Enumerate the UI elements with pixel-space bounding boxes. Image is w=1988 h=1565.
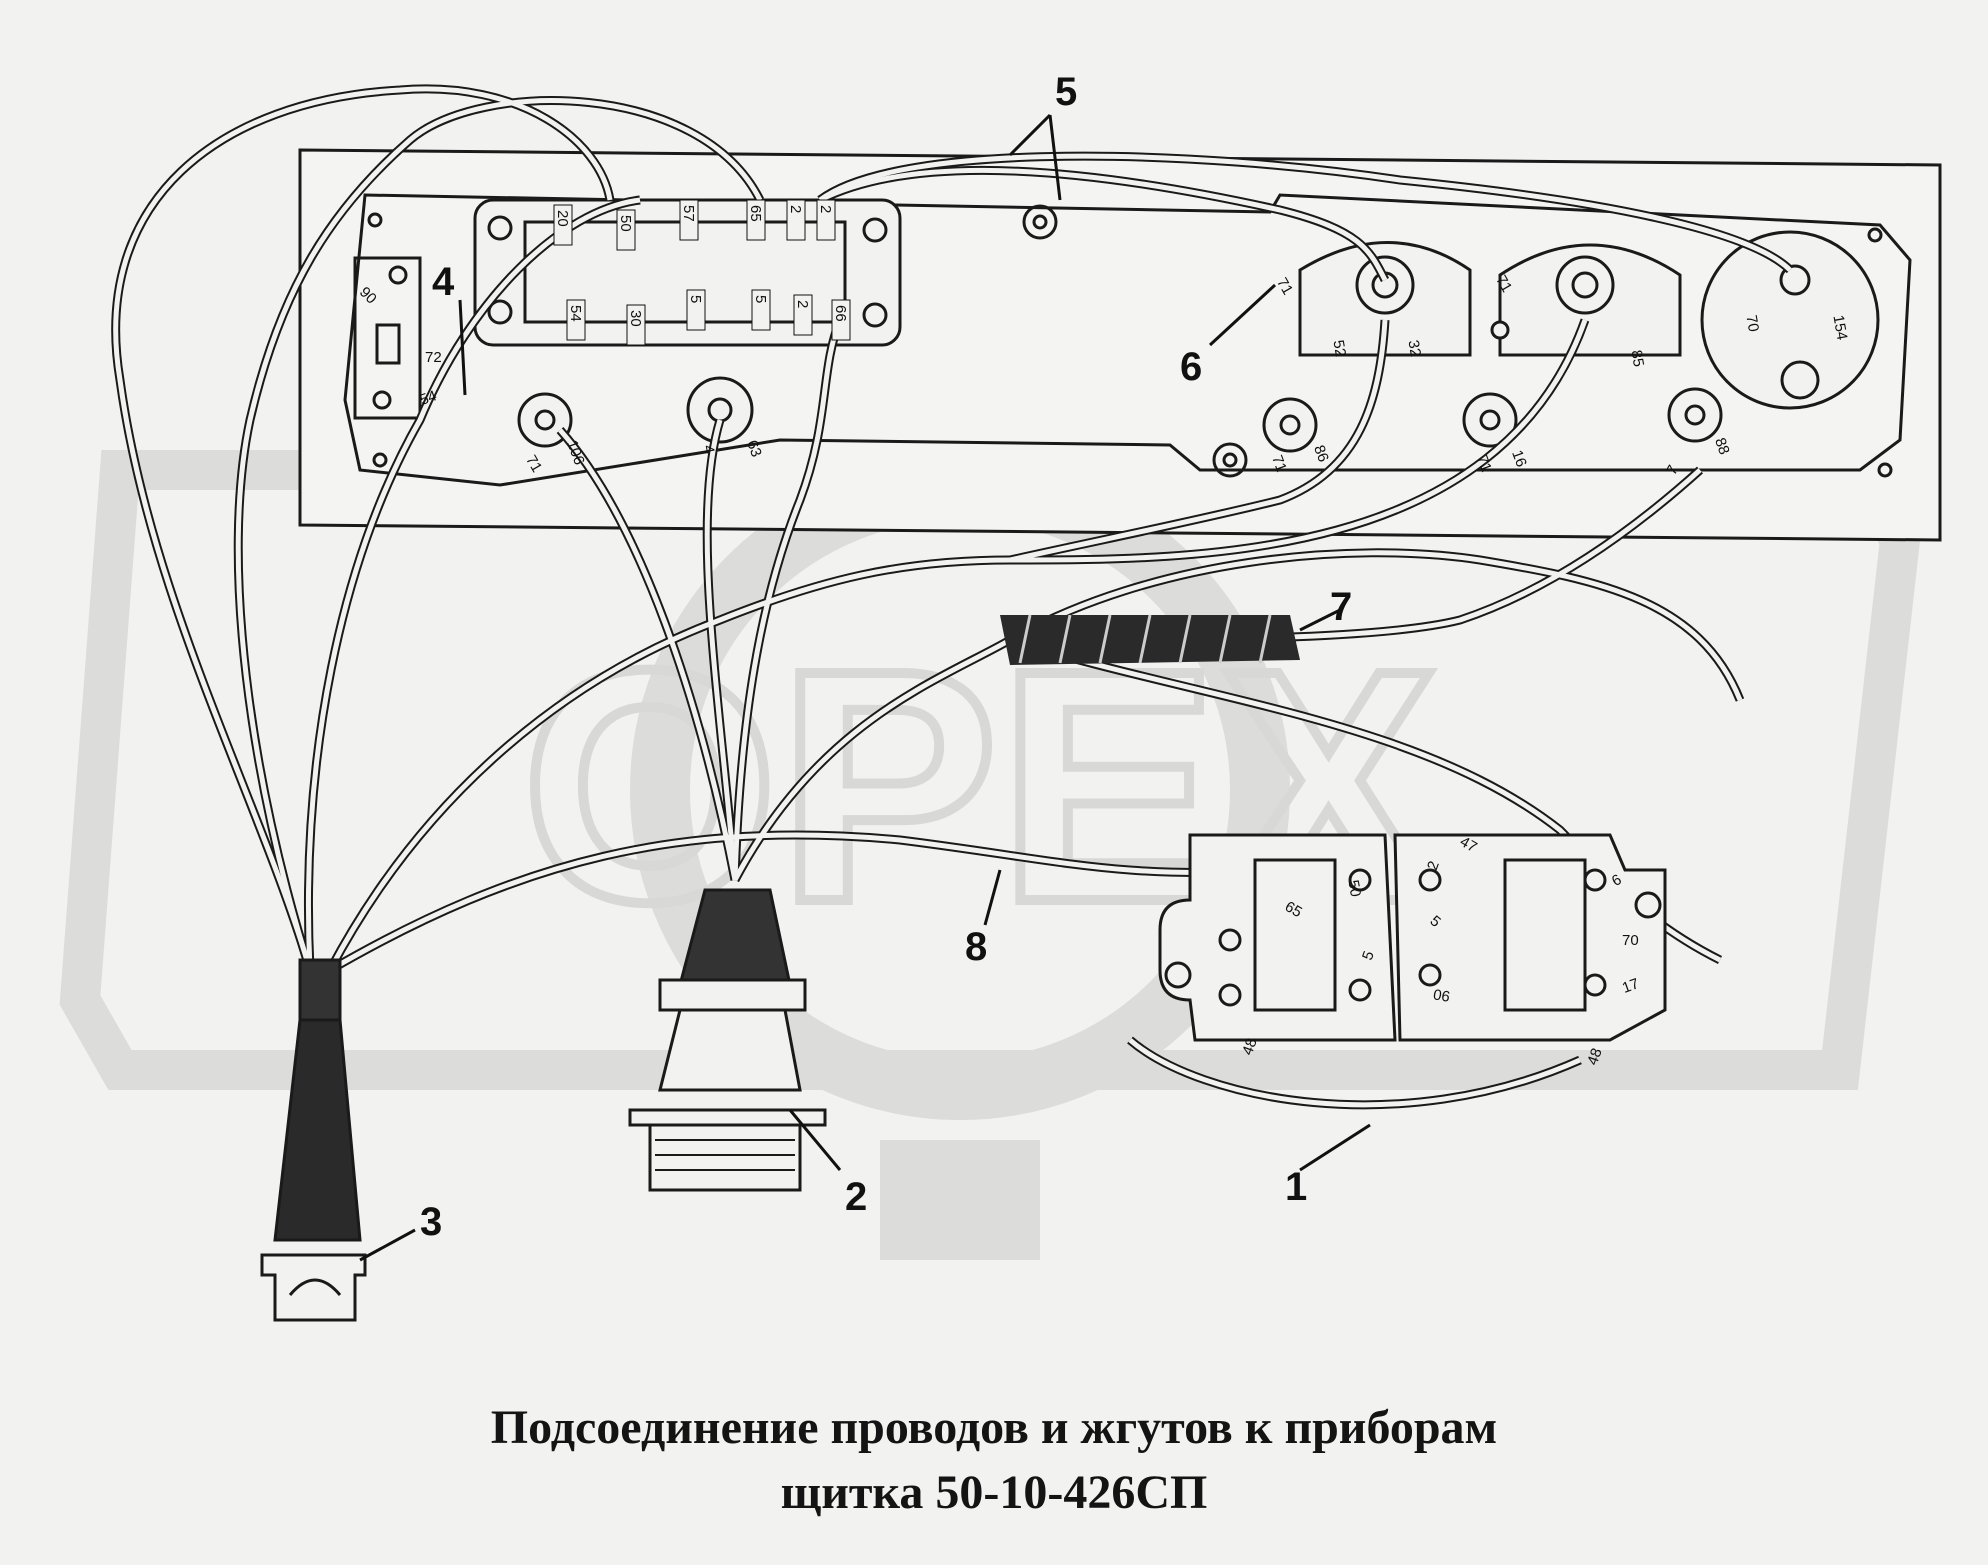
callout-4: 4: [432, 260, 455, 304]
tag-86: 86: [1310, 443, 1332, 464]
connector-3: [260, 958, 367, 1322]
tag-71-g1: 71: [1273, 275, 1296, 298]
tag-72: 72: [425, 349, 442, 366]
tag-2c: 2: [794, 300, 811, 308]
tag-47: 47: [1457, 833, 1480, 856]
tag-5b: 5: [752, 295, 769, 303]
callout-7: 7: [1330, 585, 1352, 629]
callout-6: 6: [1180, 345, 1202, 389]
tag-52: 52: [1329, 339, 1349, 358]
tag-54-left: 54: [418, 387, 439, 409]
tag-2b: 2: [817, 205, 834, 213]
tag-4: 4: [699, 444, 717, 455]
tag-17: 17: [1620, 975, 1641, 997]
callout-8: 8: [965, 925, 987, 969]
tag-70: 70: [1742, 314, 1762, 333]
tag-50-sw: 50: [1344, 879, 1364, 898]
tag-16: 16: [1508, 448, 1530, 469]
tag-57: 57: [680, 205, 697, 222]
tag-50: 50: [617, 215, 634, 232]
tag-54: 54: [567, 305, 584, 322]
tag-70-sw: 70: [1622, 932, 1639, 949]
harness-binding: [1000, 614, 1300, 665]
caption-line-2: щитка 50-10-426СП: [780, 1466, 1208, 1519]
terminal-block-tags: 20 50 57 65 2 2 54 30 5 5 2 66: [553, 199, 851, 346]
wire-bundle: [111, 84, 1794, 1110]
callout-1: 1: [1285, 1165, 1307, 1209]
caption-line-1: Подсоединение проводов и жгутов к прибор…: [490, 1401, 1498, 1454]
tag-20: 20: [554, 210, 571, 227]
callout-2: 2: [845, 1175, 867, 1219]
tag-71-g2: 71: [1492, 272, 1515, 295]
tag-65-sw: 65: [1282, 898, 1305, 921]
connector-2: [628, 888, 827, 1192]
callout-3: 3: [420, 1200, 442, 1244]
left-switch: [353, 256, 422, 420]
callout-5: 5: [1055, 70, 1077, 114]
tag-5a: 5: [687, 295, 704, 303]
callouts: [359, 113, 1371, 1262]
switch-blocks: [1158, 833, 1667, 1042]
tag-90-sw: 90: [1432, 985, 1451, 1005]
tag-71-r1: 71: [1268, 453, 1290, 474]
tag-65: 65: [747, 205, 764, 222]
gauges: [1298, 230, 1880, 410]
tag-32: 32: [1404, 339, 1424, 358]
gauge-tags: 71 52 32 71 85 70 154: [1273, 272, 1850, 368]
tag-30: 30: [627, 310, 644, 327]
indicator-lamps: [517, 376, 1723, 453]
tag-71-lamp1: 71: [522, 452, 545, 475]
callout-labels: 1 2 3 4 5 6 7 8: [420, 70, 1352, 1244]
tag-48-a: 48: [1239, 1036, 1261, 1057]
tag-154: 154: [1829, 314, 1850, 342]
tag-71-r2: 71: [1473, 453, 1495, 474]
tag-88: 88: [1711, 436, 1733, 457]
tag-2a: 2: [787, 205, 804, 213]
tag-48-b: 48: [1584, 1046, 1606, 1067]
tag-85: 85: [1627, 349, 1647, 368]
tag-66: 66: [832, 305, 849, 322]
right-lamp-tags: 71 86 71 16 7 88: [1268, 436, 1733, 479]
tag-63: 63: [743, 438, 765, 459]
